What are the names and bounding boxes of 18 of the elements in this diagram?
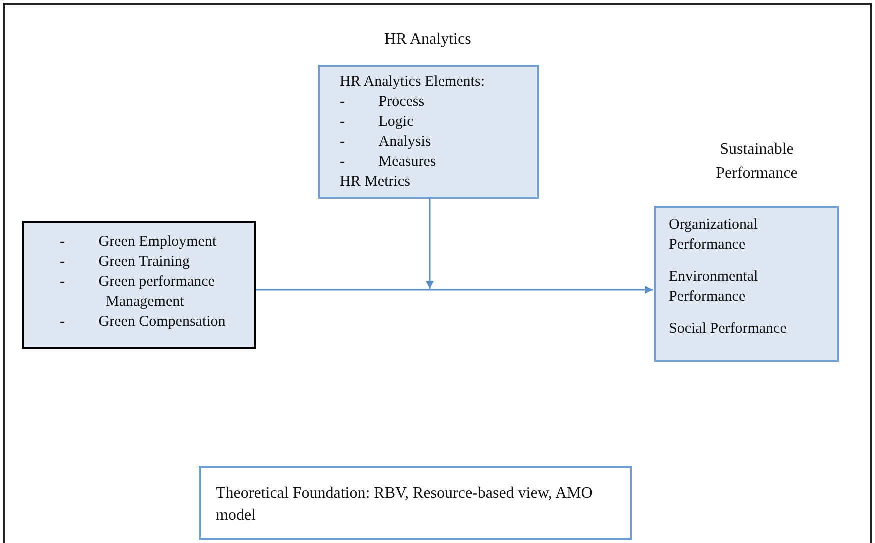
outcome-text: Organizational Performance: [669, 216, 759, 255]
list-item: - Green Employment: [60, 233, 218, 252]
arrow: [256, 286, 653, 294]
outcome-text: Social Performance: [669, 320, 788, 339]
list-item: - Logic: [340, 113, 415, 132]
list-item: - Measures: [340, 153, 438, 172]
node-heading: HR Analytics: [384, 30, 472, 50]
list-item: - Green performance Management: [60, 273, 216, 312]
list-item: HR Metrics: [340, 173, 412, 192]
list-item: - Analysis: [340, 133, 432, 152]
node-heading: Sustainable Performance: [715, 140, 799, 184]
list-item: - Process: [340, 93, 426, 112]
foundation-text: Theoretical Foundation: RBV, Resource-based view, AMO model: [216, 484, 594, 526]
outcome-text: Environmental Performance: [669, 268, 760, 307]
arrow: [426, 199, 434, 289]
list-item: - Green Training: [60, 253, 191, 272]
list-item: - Green Compensation: [60, 313, 227, 332]
list-item: HR Analytics Elements:: [340, 73, 486, 92]
